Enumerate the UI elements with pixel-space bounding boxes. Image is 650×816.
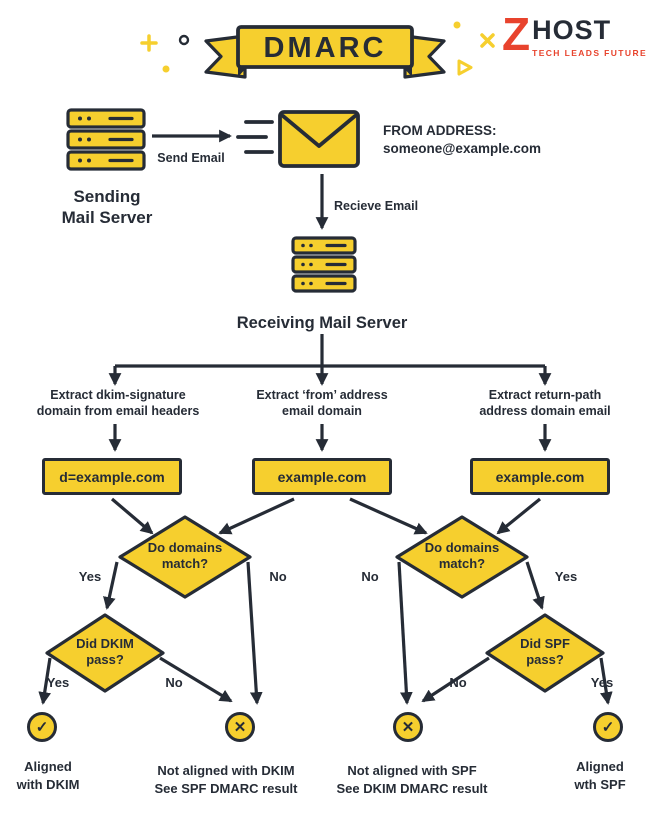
check-icon: ✓ (35, 719, 49, 736)
from-address-value: someone@example.com (383, 141, 541, 156)
spf-not-aligned-label: Not aligned with SPF See DKIM DMARC resu… (336, 763, 488, 796)
sending-server-icon (66, 108, 146, 171)
dkim-pass-question: Did DKIM pass? (76, 636, 134, 668)
dkim-pass-diamond (45, 613, 165, 693)
spf-aligned-label: Aligned wth SPF (574, 759, 626, 792)
spf-pass-question: Did SPF pass? (520, 636, 570, 668)
dkim-not-aligned-circle: ✕ (225, 712, 255, 742)
dkim-pass-yes-label: Yes (46, 675, 70, 690)
dkim-aligned-label: Aligned with DKIM (16, 759, 80, 792)
spf-pass-diamond (485, 613, 605, 693)
sparkle-dot-icon (453, 21, 461, 29)
send-email-label: Send Email (157, 151, 225, 165)
spf-pass-yes-label: Yes (590, 675, 614, 690)
logo-z-letter: Z (502, 8, 531, 60)
sparkle-x-icon (480, 33, 495, 48)
logo-tagline: TECH LEADS FUTURE (532, 48, 648, 58)
spf-pass-no-label: No (449, 675, 467, 690)
zhost-logo: Z HOST TECH LEADS FUTURE (502, 8, 648, 60)
spf-match-no-label: No (361, 569, 379, 584)
spf-not-aligned-circle: ✕ (393, 712, 423, 742)
flow-arrows (38, 129, 613, 705)
x-icon: ✕ (233, 719, 247, 736)
extract-from-label: Extract ‘from’ address email domain (256, 388, 388, 418)
extract-dkim-label: Extract dkim-signature domain from email… (36, 388, 200, 418)
sparkle-plus-icon (140, 34, 158, 52)
sparkle-ring-icon (178, 34, 190, 46)
returnpath-domain-box: example.com (470, 458, 610, 495)
dkim-aligned-circle: ✓ (27, 712, 57, 742)
spf-match-yes-label: Yes (554, 569, 578, 584)
sparkle-decorations (140, 21, 495, 76)
logo-text-block: HOST TECH LEADS FUTURE (532, 15, 648, 59)
spf-aligned-circle: ✓ (593, 712, 623, 742)
dkim-match-no-label: No (269, 569, 287, 584)
dkim-match-diamond (118, 515, 252, 599)
dkim-not-aligned-label: Not aligned with DKIM See SPF DMARC resu… (154, 763, 298, 796)
sparkle-dot-icon (162, 65, 170, 73)
spf-match-question: Do domains match? (424, 540, 500, 572)
logo-host-text: HOST (532, 15, 612, 45)
receiving-server-label: Receiving Mail Server (236, 314, 408, 332)
sending-server-label: Sending Mail Server (61, 187, 153, 228)
dkim-domain-box: d=example.com (42, 458, 182, 495)
x-icon: ✕ (401, 719, 415, 736)
banner-ribbon (204, 25, 446, 79)
check-icon: ✓ (601, 719, 615, 736)
receiving-server-icon (291, 236, 357, 293)
spf-match-diamond (395, 515, 529, 599)
extract-returnpath-label: Extract return-path address domain email (479, 388, 611, 418)
banner-title: DMARC (263, 32, 387, 64)
dkim-match-yes-label: Yes (78, 569, 102, 584)
dkim-pass-no-label: No (165, 675, 183, 690)
from-domain-box: example.com (252, 458, 392, 495)
receive-email-label: Recieve Email (334, 199, 419, 213)
sparkle-triangle-icon (457, 59, 473, 76)
email-envelope-icon (236, 110, 360, 168)
decision-diamonds (45, 515, 605, 693)
from-address-label: FROM ADDRESS: (383, 123, 497, 138)
dkim-match-question: Do domains match? (147, 540, 223, 572)
